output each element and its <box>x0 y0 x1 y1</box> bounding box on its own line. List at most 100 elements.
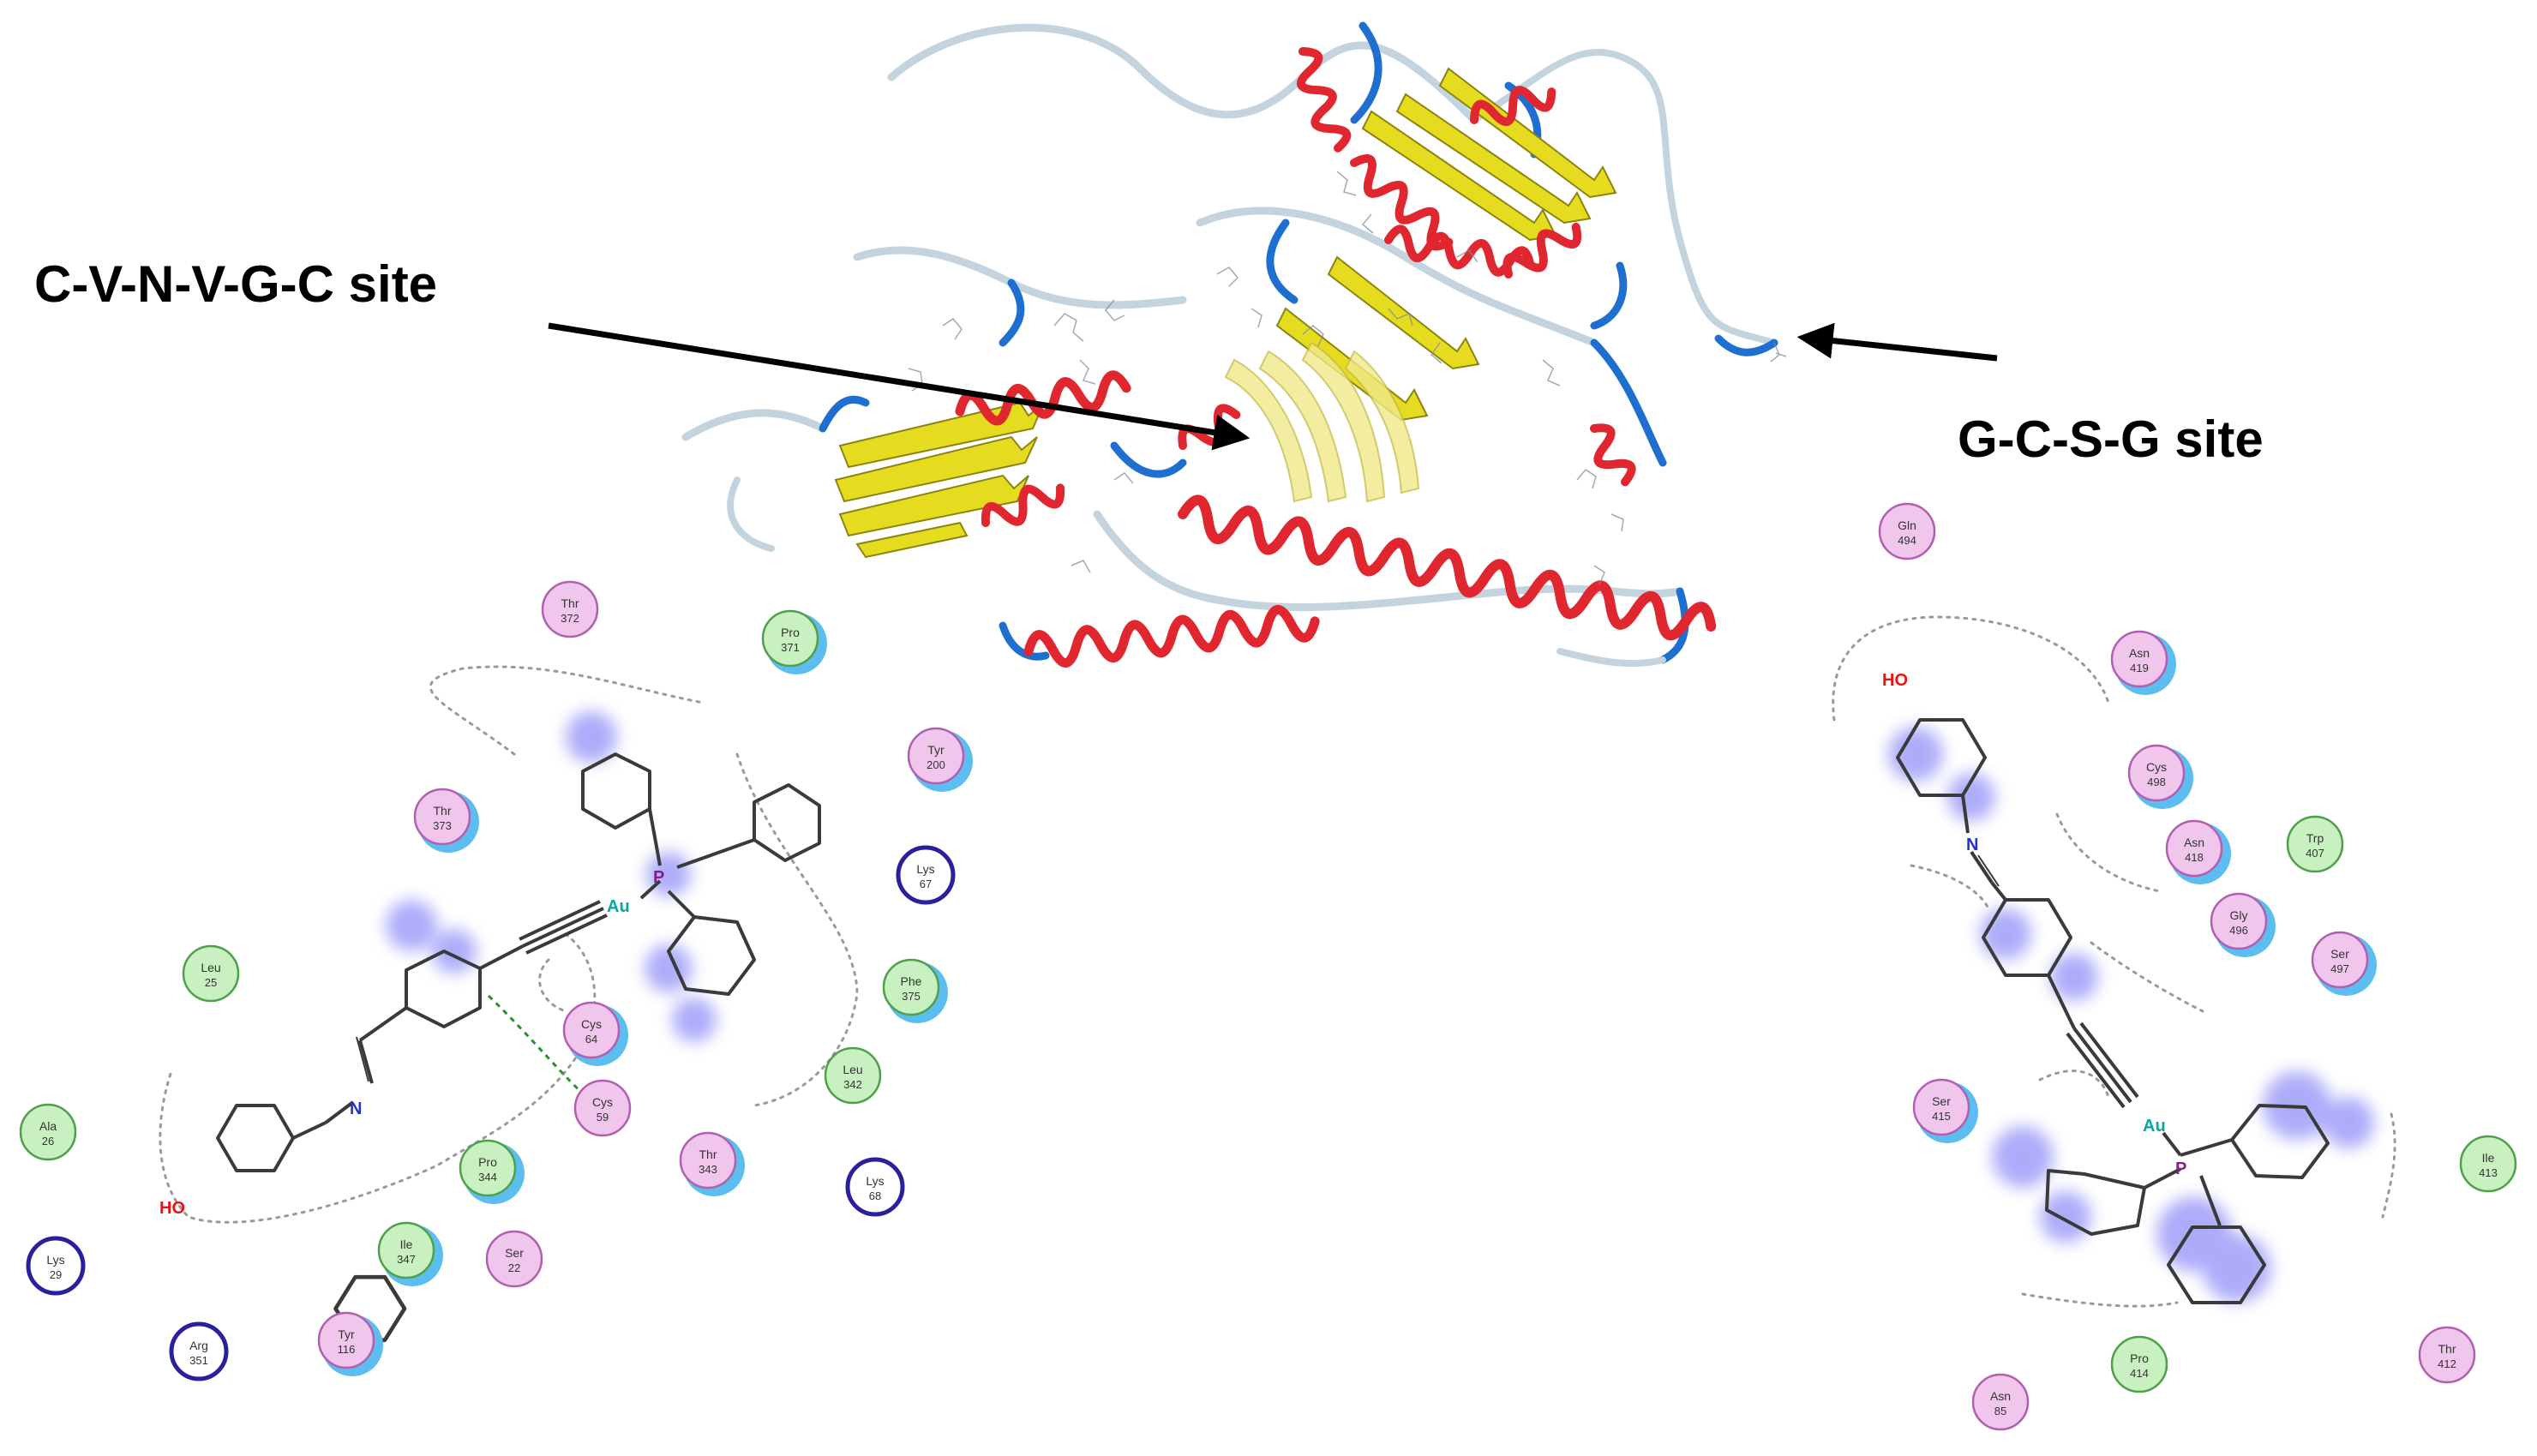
residue-disc <box>562 1001 621 1059</box>
residue-name: Ala <box>39 1119 57 1133</box>
nitrogen-label-right: N <box>1966 836 1978 854</box>
residue-disc <box>541 580 599 638</box>
site-label-gcsg: G-C-S-G site <box>1958 410 2264 468</box>
protein-ribbon-structure <box>681 21 1787 668</box>
arrow-to-gcsg-site <box>1796 322 1998 362</box>
nitrogen-label-left: N <box>350 1099 362 1118</box>
residue-disc <box>896 845 956 905</box>
beta-sheet-central-transparent <box>1224 341 1420 503</box>
residue-number: 414 <box>2130 1367 2149 1380</box>
residue-disc <box>377 1221 435 1279</box>
residue-discs-right: Gln494Asn419Cys498Asn418Trp407Gly496Ser4… <box>1878 502 2517 1431</box>
residue-number: 344 <box>478 1171 497 1183</box>
residue-disc <box>882 958 940 1016</box>
residue-name: Lys <box>46 1253 64 1267</box>
ligand-interaction-right: HO N Au P Gln494Asn419Cys498Asn418Trp407… <box>1832 502 2517 1431</box>
residue-disc <box>2127 744 2186 802</box>
residue-name: Arg <box>189 1339 208 1352</box>
residue-name: Gln <box>1898 518 1916 532</box>
residue-name: Asn <box>2129 646 2150 660</box>
residue-name: Pro <box>781 626 800 639</box>
residue-ala-26: Ala 26 <box>19 1103 77 1161</box>
residue-name: Ser <box>505 1246 524 1260</box>
residue-gln-494: Gln 494 <box>1878 502 1936 560</box>
residue-number: 64 <box>585 1033 597 1046</box>
residue-disc <box>573 1079 632 1137</box>
residue-number: 372 <box>561 612 579 625</box>
ligand-structure-left <box>216 752 821 1343</box>
residue-number: 59 <box>597 1111 609 1123</box>
residue-name: Thr <box>699 1147 717 1161</box>
residue-asn-85: Asn 85 <box>1971 1373 2030 1431</box>
residue-name: Leu <box>843 1063 862 1076</box>
site-annotations: C-V-N-V-G-C site G-C-S-G site <box>34 255 2264 468</box>
site-label-cvnvgc: C-V-N-V-G-C site <box>34 255 437 313</box>
residue-ser-415: Ser 415 <box>1912 1078 1978 1143</box>
residue-name: Cys <box>592 1095 613 1109</box>
residue-disc <box>845 1157 905 1217</box>
residue-number: 67 <box>920 878 932 890</box>
residue-name: Phe <box>901 974 922 988</box>
residue-disc <box>19 1103 77 1161</box>
residue-name: Tyr <box>927 743 945 757</box>
residue-number: 342 <box>843 1078 862 1091</box>
residue-number: 497 <box>2330 962 2349 975</box>
phosphorus-label-left: P <box>653 868 664 887</box>
residue-number: 494 <box>1898 534 1916 547</box>
residue-number: 343 <box>699 1163 717 1176</box>
solvent-exposure-blobs-right <box>1888 727 2374 1303</box>
residue-number: 498 <box>2147 776 2166 788</box>
residue-name: Thr <box>2438 1342 2456 1356</box>
residue-number: 22 <box>508 1261 520 1274</box>
ligand-interaction-left: HO N Au P Thr372Pro371Tyr200Thr373Lys67L… <box>19 580 973 1381</box>
residue-name: Lys <box>866 1174 884 1188</box>
residue-name: Trp <box>2306 831 2324 845</box>
residue-disc <box>2459 1135 2517 1193</box>
residue-number: 415 <box>1932 1110 1951 1123</box>
residue-number: 85 <box>1994 1405 2006 1417</box>
beta-sheets <box>834 67 1617 559</box>
solvent-exposure-blobs-left <box>386 711 717 1042</box>
residue-disc <box>2110 1335 2168 1393</box>
residue-name: Thr <box>434 804 452 818</box>
pocket-outline-right <box>1832 615 2396 1308</box>
residue-disc <box>761 609 819 668</box>
residue-name: Pro <box>478 1155 497 1169</box>
hydroxyl-label-left: HO <box>159 1199 185 1218</box>
residue-name: Asn <box>1990 1389 2011 1403</box>
residue-number: 25 <box>205 976 217 989</box>
residue-number: 200 <box>927 758 945 771</box>
residue-name: Ser <box>1932 1094 1951 1108</box>
residue-disc <box>182 944 240 1003</box>
residue-name: Ile <box>2482 1151 2495 1165</box>
residue-disc <box>679 1131 737 1189</box>
residue-disc <box>2311 931 2369 989</box>
residue-number: 68 <box>869 1189 881 1202</box>
residue-number: 116 <box>338 1343 356 1356</box>
residue-number: 413 <box>2479 1166 2498 1179</box>
residue-number: 26 <box>42 1135 54 1147</box>
residue-disc <box>2286 815 2344 873</box>
residue-number: 496 <box>2229 924 2248 937</box>
hydroxyl-label-right: HO <box>1882 671 1908 690</box>
residue-disc <box>2165 819 2223 878</box>
residue-disc <box>1971 1373 2030 1431</box>
residue-cys-59: Cys 59 <box>573 1079 632 1137</box>
